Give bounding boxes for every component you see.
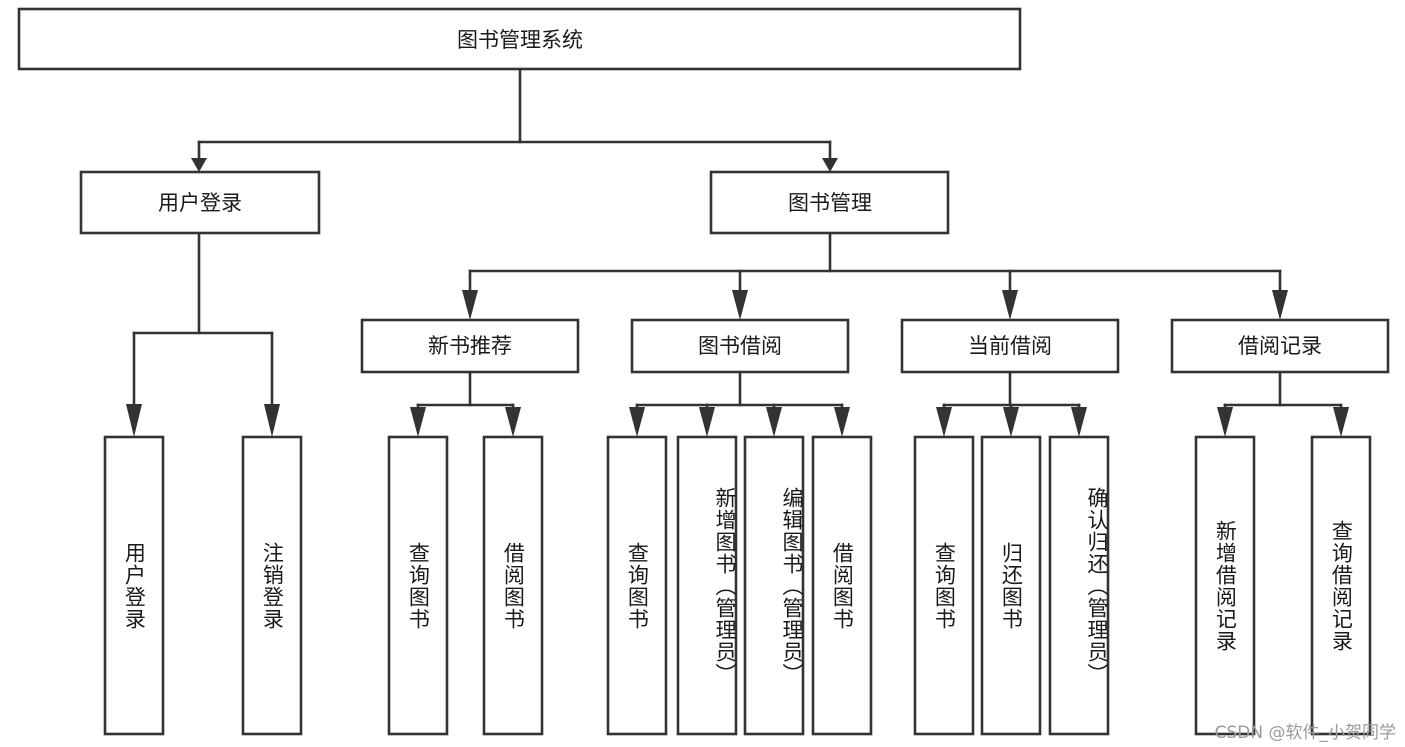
node-leaf-query-book-3[interactable] bbox=[913, 435, 975, 736]
node-leaf-return-book[interactable] bbox=[980, 435, 1042, 736]
node-leaf-add-record[interactable] bbox=[1194, 435, 1256, 736]
arrowhead-leaf-logout bbox=[264, 404, 280, 437]
arrowhead-leaf-edit-book bbox=[766, 407, 782, 437]
node-leaf-query-book-1[interactable] bbox=[387, 435, 449, 736]
node-leaf-add-book[interactable] bbox=[676, 435, 738, 736]
node-leaf-query-book-2[interactable] bbox=[606, 435, 668, 736]
arrowhead-leaf-borrow-book-2 bbox=[834, 407, 850, 437]
node-leaf-borrow-book-2[interactable] bbox=[811, 435, 873, 736]
connector-layer bbox=[126, 67, 1349, 437]
node-book-borrow-label: 图书借阅 bbox=[698, 334, 782, 358]
node-leaf-user-login[interactable] bbox=[103, 435, 165, 736]
node-borrow-record[interactable] bbox=[1170, 318, 1390, 374]
node-current-borrow[interactable] bbox=[900, 318, 1120, 374]
arrowhead-leaf-add-record bbox=[1217, 407, 1233, 437]
node-new-book-rec[interactable] bbox=[360, 318, 580, 374]
node-leaf-edit-book[interactable] bbox=[743, 435, 805, 736]
node-leaf-logout[interactable] bbox=[241, 435, 303, 736]
arrowhead-user-login bbox=[191, 158, 207, 172]
watermark-text: CSDN @软件_小贺同学 bbox=[1214, 723, 1396, 743]
node-book-manage-label: 图书管理 bbox=[788, 191, 872, 215]
node-root[interactable] bbox=[17, 7, 1022, 71]
node-book-manage[interactable] bbox=[709, 170, 950, 235]
arrowhead-leaf-query-book-1 bbox=[410, 407, 426, 437]
node-book-borrow[interactable] bbox=[630, 318, 850, 374]
node-root-label: 图书管理系统 bbox=[457, 28, 583, 52]
node-user-login[interactable] bbox=[79, 170, 321, 235]
node-borrow-record-label: 借阅记录 bbox=[1238, 334, 1322, 358]
node-current-borrow-label: 当前借阅 bbox=[968, 334, 1052, 358]
arrowhead-leaf-confirm-return bbox=[1071, 407, 1087, 437]
arrowhead-new-book-rec bbox=[462, 290, 478, 320]
arrowhead-leaf-return-book bbox=[1003, 407, 1019, 437]
arrowhead-current-borrow bbox=[1002, 290, 1018, 320]
arrowhead-leaf-query-record bbox=[1333, 407, 1349, 437]
arrowhead-leaf-add-book bbox=[699, 407, 715, 437]
arrowhead-borrow-record bbox=[1272, 290, 1288, 320]
node-layer: 图书管理系统 用户登录 图书管理 新书推荐 图书借阅 当前借阅 借阅记录 bbox=[17, 7, 1390, 736]
node-leaf-query-record[interactable] bbox=[1310, 435, 1372, 736]
arrowhead-leaf-query-book-2 bbox=[629, 407, 645, 437]
node-user-login-label: 用户登录 bbox=[158, 191, 242, 215]
arrowhead-book-borrow bbox=[732, 290, 748, 320]
node-leaf-confirm-return[interactable] bbox=[1048, 435, 1110, 736]
node-new-book-rec-label: 新书推荐 bbox=[428, 334, 512, 358]
node-leaf-borrow-book-1[interactable] bbox=[482, 435, 544, 736]
arrowhead-book-manage bbox=[822, 158, 838, 172]
arrowhead-leaf-borrow-book-1 bbox=[505, 407, 521, 437]
arrowhead-leaf-user-login bbox=[126, 404, 142, 437]
arrowhead-leaf-query-book-3 bbox=[936, 407, 952, 437]
